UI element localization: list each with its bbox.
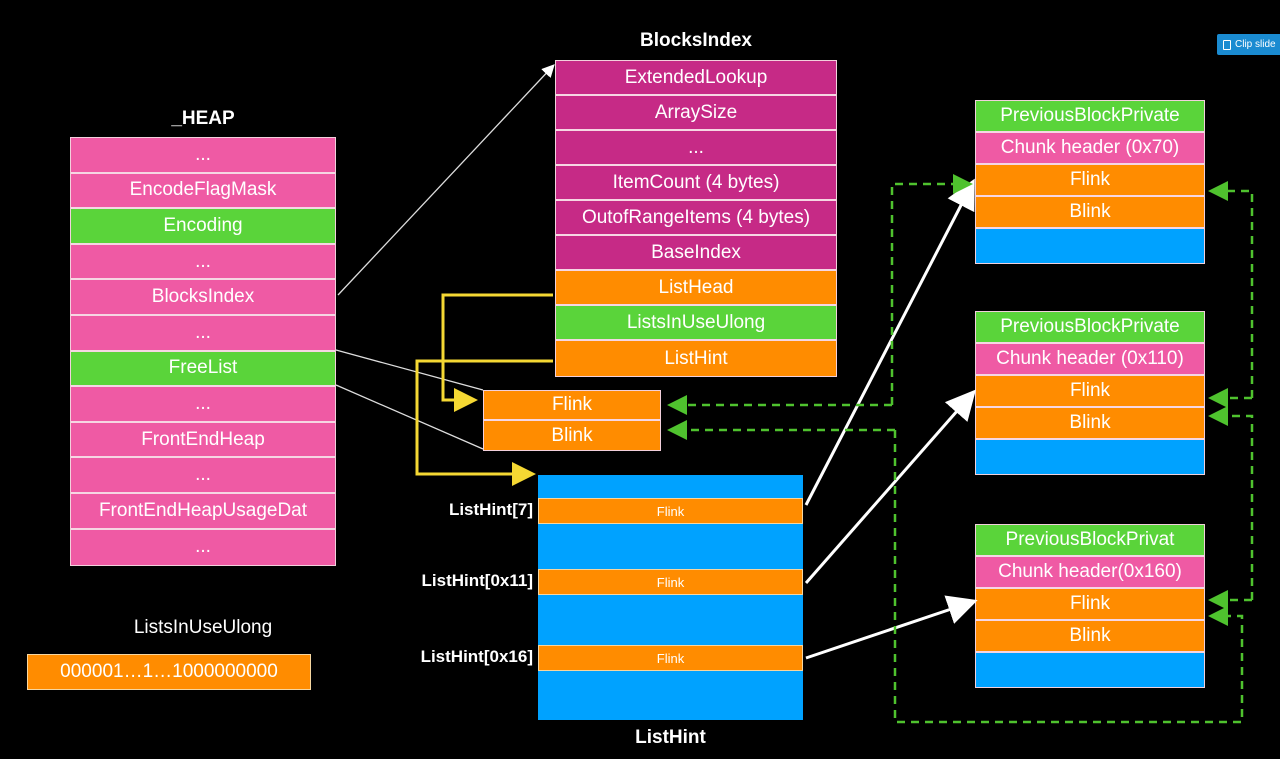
- chunk-blink: Blink: [976, 408, 1204, 440]
- listhint-index-label: ListHint[7]: [448, 500, 533, 519]
- freelist-flink: Flink: [484, 391, 660, 421]
- hint16-to-chunk3-arrow: [805, 595, 978, 660]
- heap-field: ...: [71, 529, 335, 566]
- chunk3-to-chunk2-link: [1208, 406, 1254, 600]
- clipboard-icon: [1223, 39, 1231, 50]
- freelist-to-blink-line: [335, 384, 484, 450]
- heap-field: FrontEndHeapUsageDat: [71, 493, 335, 530]
- chunk-blink: Blink: [976, 197, 1204, 229]
- listhint-title: ListHint: [635, 727, 706, 748]
- heap-field: ...: [71, 244, 335, 281]
- chunk-flink: Flink: [976, 589, 1204, 621]
- heap-to-blocksindex-line: [337, 64, 555, 296]
- chunk-prev-block: PreviousBlockPrivate: [976, 101, 1204, 133]
- blocks-index-field: ListsInUseUlong: [556, 306, 836, 341]
- chunk-data: [976, 440, 1204, 474]
- freelist-to-flink-line: [335, 349, 484, 391]
- heap-field: ...: [71, 315, 335, 352]
- blocks-index-field: ItemCount (4 bytes): [556, 166, 836, 201]
- chunk-prev-block: PreviousBlockPrivat: [976, 525, 1204, 557]
- chunk-header: Chunk header (0x70): [976, 133, 1204, 165]
- blocks-index-field: OutofRangeItems (4 bytes): [556, 201, 836, 236]
- listhint-flink-entry: Flink: [538, 498, 803, 524]
- listhead-to-freelist-arrow: [441, 293, 553, 412]
- chunk-flink: Flink: [976, 165, 1204, 197]
- blocks-index-title: BlocksIndex: [640, 30, 752, 51]
- heap-field: FrontEndHeap: [71, 422, 335, 459]
- heap-title: _HEAP: [171, 108, 235, 129]
- chunk-data: [976, 229, 1204, 263]
- heap-field: ...: [71, 387, 335, 423]
- listhint-index-label: ListHint[0x16]: [420, 647, 533, 666]
- freelist-blink: Blink: [484, 421, 660, 450]
- heap-field: ...: [71, 458, 335, 494]
- chunk-data: [976, 653, 1204, 687]
- blocks-index-field: BaseIndex: [556, 236, 836, 271]
- blocks-index-field: ...: [556, 131, 836, 166]
- lists-in-use-title: ListsInUseUlong: [133, 617, 273, 638]
- heap-field: EncodeFlagMask: [71, 173, 335, 210]
- hint11-to-chunk2-arrow: [804, 389, 976, 584]
- listhint-index-label: ListHint[0x11]: [421, 571, 533, 590]
- chunk-prev-block: PreviousBlockPrivate: [976, 312, 1204, 344]
- chunk1-flink-back-link: [890, 174, 973, 405]
- chunk-header: Chunk header(0x160): [976, 557, 1204, 589]
- chunk2-to-chunk1-link: [1208, 181, 1254, 398]
- listhint-flink-entry: Flink: [538, 569, 803, 595]
- heap-field: FreeList: [71, 351, 335, 388]
- lists-in-use-value: 000001…1…1000000000: [27, 654, 311, 690]
- heap-field: BlocksIndex: [71, 280, 335, 316]
- chunk-header: Chunk header (0x110): [976, 344, 1204, 376]
- listhint-flink-entry: Flink: [538, 645, 803, 671]
- blocks-index-field: ArraySize: [556, 96, 836, 131]
- freelist-head: Flink Blink: [483, 390, 661, 451]
- clip-slide-button[interactable]: Clip slide: [1217, 34, 1280, 55]
- chunk-flink: Flink: [976, 376, 1204, 408]
- heap-field: Encoding: [71, 209, 335, 245]
- heap-field: ...: [71, 138, 335, 174]
- blocks-index-field: ExtendedLookup: [556, 61, 836, 96]
- clip-slide-label: Clip slide: [1235, 39, 1276, 50]
- blocks-index-field: ListHead: [556, 271, 836, 306]
- blocks-index-field: ListHint: [556, 341, 836, 376]
- chunk-blink: Blink: [976, 621, 1204, 653]
